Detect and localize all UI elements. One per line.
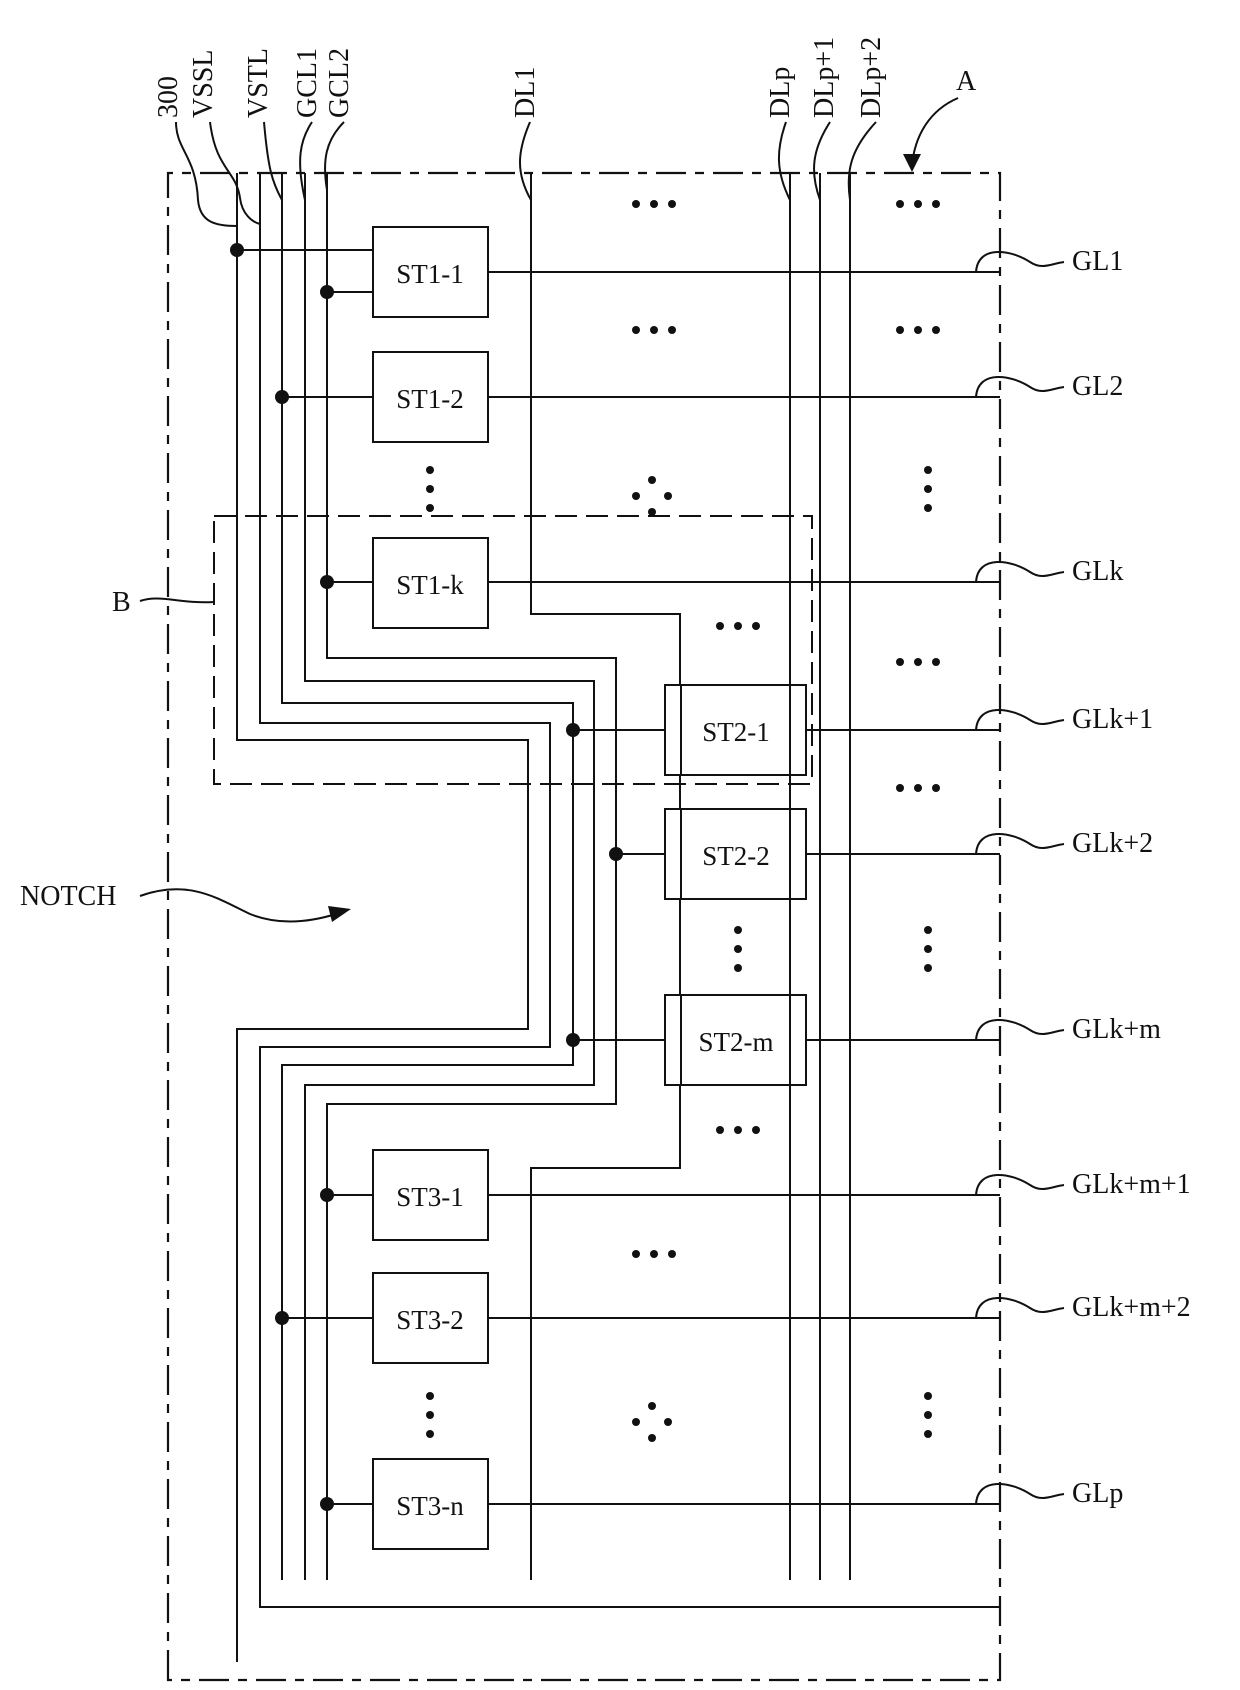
junction-dot [566, 723, 580, 737]
stage-st1-1: ST1-1 [373, 227, 488, 317]
svg-text:GLk+m: GLk+m [1072, 1014, 1161, 1045]
stage-st1-k: ST1-k [373, 538, 488, 628]
stage-label: ST3-n [396, 1491, 464, 1521]
junction-dot [275, 1311, 289, 1325]
svg-text:GLk+2: GLk+2 [1072, 828, 1153, 859]
svg-text:GL2: GL2 [1072, 371, 1123, 402]
label-notch: NOTCH [20, 881, 116, 912]
stage-label: ST1-2 [396, 384, 464, 414]
gate-label-glkm2: GLk+m+2 [976, 1292, 1191, 1323]
region-a-arrowhead [903, 154, 921, 172]
notch-arrowhead [328, 906, 351, 922]
svg-text:GL1: GL1 [1072, 246, 1123, 277]
label-region-b: B [112, 587, 131, 618]
panel-boundary [168, 173, 1000, 1680]
junction-dot [320, 575, 334, 589]
junction-dot [320, 1497, 334, 1511]
gate-label-glkm: GLk+m [976, 1014, 1161, 1045]
junction-dot [320, 285, 334, 299]
junction-dot [320, 1188, 334, 1202]
stage-label: ST2-1 [702, 717, 770, 747]
label-300: 300 [153, 76, 184, 118]
stage-label: ST3-1 [396, 1182, 464, 1212]
stage-label: ST1-k [396, 570, 464, 600]
stage-st3-n: ST3-n [373, 1459, 488, 1549]
stage-st2-2: ST2-2 [665, 809, 806, 899]
stage-st1-2: ST1-2 [373, 352, 488, 442]
stage-label: ST2-2 [702, 841, 770, 871]
svg-text:GLp: GLp [1072, 1478, 1123, 1509]
label-dlp1: DLp+1 [809, 37, 840, 118]
gate-label-glk1: GLk+1 [976, 704, 1153, 735]
cross-ellipsis-dots [632, 476, 672, 1442]
label-vssl: VSSL [188, 50, 219, 118]
stage-label: ST1-1 [396, 259, 464, 289]
label-region-a: A [956, 66, 977, 97]
label-dlp2: DLp+2 [856, 37, 887, 118]
stage-st3-2: ST3-2 [373, 1273, 488, 1363]
label-dlp: DLp [765, 67, 796, 118]
svg-text:GLk: GLk [1072, 556, 1123, 587]
junction-dot [275, 390, 289, 404]
stage-label: ST2-m [698, 1027, 773, 1057]
label-dl1: DL1 [510, 67, 541, 118]
svg-text:GLk+m+1: GLk+m+1 [1072, 1169, 1191, 1200]
stage-st2-1: ST2-1 [665, 685, 806, 775]
label-gcl1: GCL1 [292, 48, 323, 118]
junction-dot [230, 243, 244, 257]
stage-st3-1: ST3-1 [373, 1150, 488, 1240]
junction-dot [609, 847, 623, 861]
junction-dot [566, 1033, 580, 1047]
svg-text:GLk+m+2: GLk+m+2 [1072, 1292, 1191, 1323]
gate-label-glk2: GLk+2 [976, 828, 1153, 859]
gate-label-glkm1: GLk+m+1 [976, 1169, 1191, 1200]
svg-text:GLk+1: GLk+1 [1072, 704, 1153, 735]
notch-arrow [140, 889, 336, 921]
line-dl1 [531, 173, 680, 1580]
label-vstl: VSTL [243, 48, 274, 118]
stage-st2-m: ST2-m [665, 995, 806, 1085]
stage-label: ST3-2 [396, 1305, 464, 1335]
region-b-leader [140, 598, 214, 602]
label-gcl2: GCL2 [324, 48, 355, 118]
line-vssl [260, 173, 1000, 1607]
